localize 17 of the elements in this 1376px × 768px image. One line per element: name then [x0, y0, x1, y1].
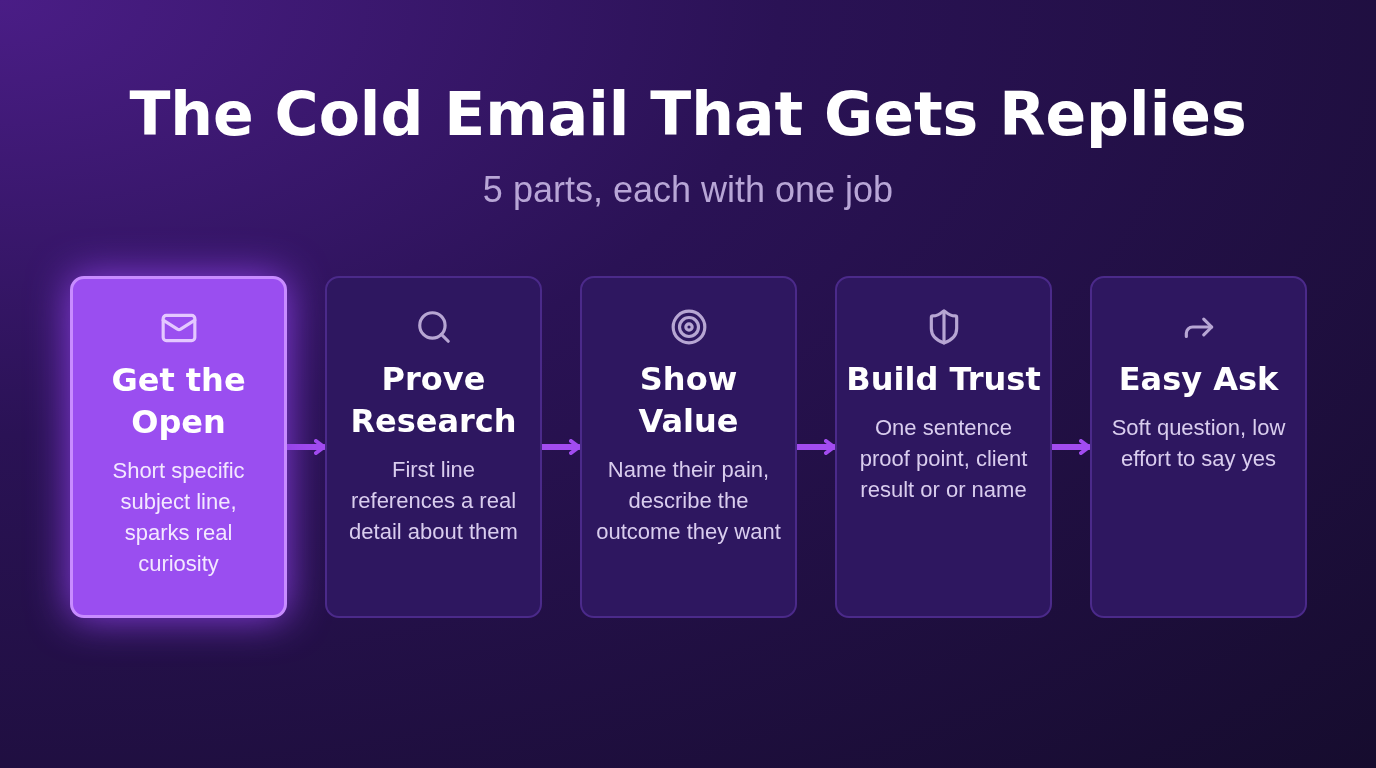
step-description: First line references a real detail about them — [348, 456, 519, 546]
step-heading: Get the Open — [110, 360, 247, 443]
step-description: Soft question, low effort to say yes — [1110, 414, 1287, 473]
step-heading: Build Trust — [845, 359, 1042, 400]
step-description: Name their pain, describe the outcome they want — [595, 456, 782, 546]
step-card — [1090, 276, 1307, 618]
step-card — [580, 276, 797, 618]
step-description: One sentence proof point, client result or or name — [858, 414, 1029, 504]
step-card — [835, 276, 1052, 618]
step-description: Short specific subject line, sparks real curiosity — [111, 457, 246, 578]
step-heading: Easy Ask — [1117, 359, 1280, 400]
title: The Cold Email That Gets Replies — [129, 78, 1247, 151]
step-card — [70, 276, 287, 618]
step-card — [325, 276, 542, 618]
step-heading: Prove Research — [349, 359, 518, 442]
subtitle: 5 parts, each with one job — [482, 168, 894, 212]
step-heading: Show Value — [637, 359, 740, 442]
